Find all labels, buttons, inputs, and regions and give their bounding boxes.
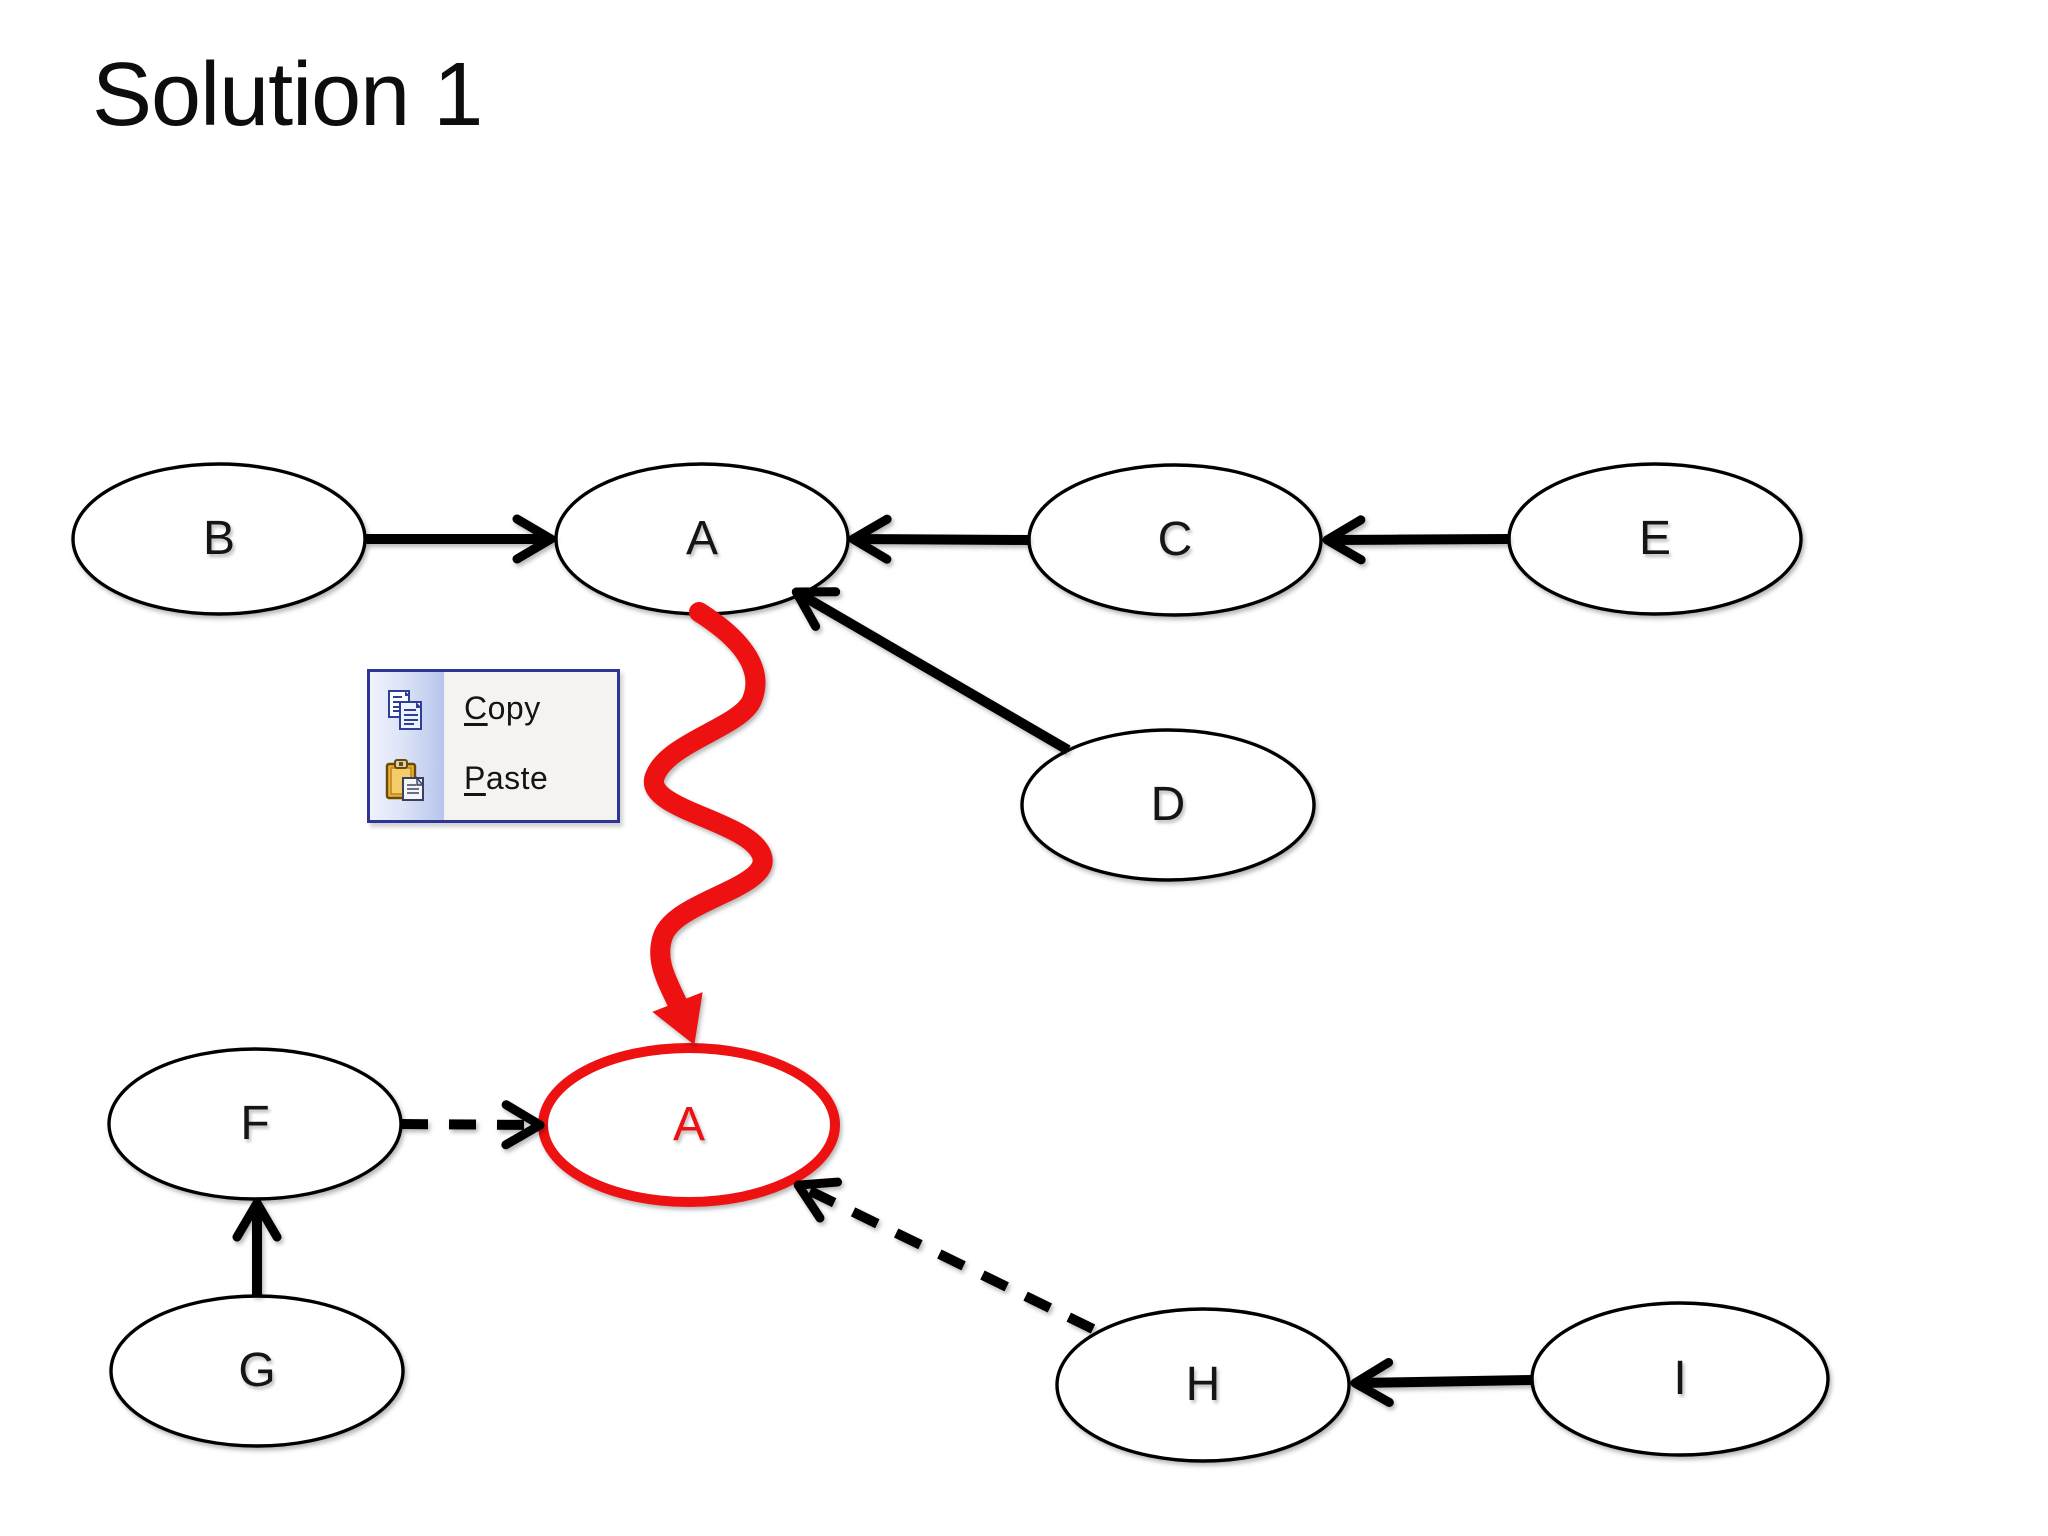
menu-item-paste-label: Paste <box>464 760 548 797</box>
node-d-ellipse <box>1020 728 1316 882</box>
paste-accelerator: P <box>464 760 486 796</box>
paste-label-rest: aste <box>485 760 549 796</box>
edge-d-a <box>791 587 1071 755</box>
paste-icon <box>383 758 429 804</box>
edge-c-a <box>848 514 1030 564</box>
edge-e-c <box>1322 515 1510 565</box>
node-c-ellipse <box>1027 463 1323 617</box>
menu-item-copy[interactable]: Copy <box>370 676 617 746</box>
node-e-ellipse <box>1507 462 1803 616</box>
node-f-ellipse <box>107 1047 403 1201</box>
node-a-copy-ellipse <box>538 1043 840 1207</box>
node-g-ellipse <box>109 1294 405 1448</box>
menu-item-copy-label: Copy <box>464 690 541 727</box>
copy-label-rest: opy <box>487 690 541 726</box>
edge-i-h <box>1350 1357 1533 1407</box>
copy-accelerator: C <box>464 690 488 726</box>
edge-h-a-copy <box>793 1177 1096 1334</box>
copy-paste-wavy-arrow <box>644 602 773 1045</box>
node-b-ellipse <box>71 462 367 616</box>
node-i-ellipse <box>1530 1301 1830 1457</box>
menu-item-paste[interactable]: Paste <box>370 746 617 816</box>
node-h-ellipse <box>1055 1307 1351 1463</box>
edge-f-a-copy <box>400 1100 545 1150</box>
page-title: Solution 1 <box>92 45 483 145</box>
context-menu: Copy Paste <box>367 669 620 823</box>
copy-icon <box>383 688 429 734</box>
